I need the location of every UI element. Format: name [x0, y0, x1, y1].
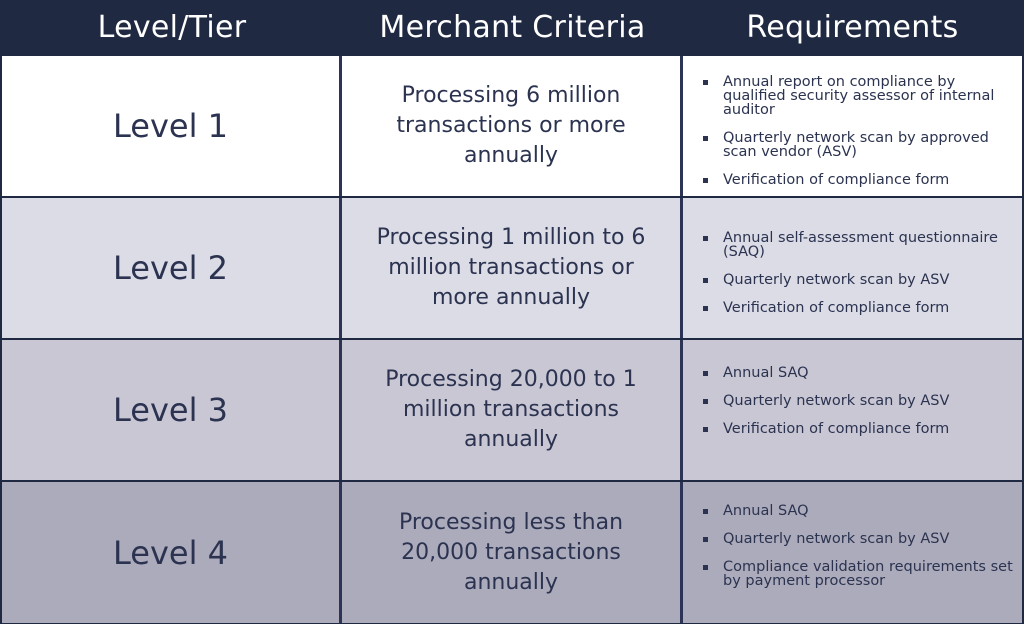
criteria-cell: Processing 1 million to 6 million transa… [342, 198, 683, 338]
square-bullet-icon [703, 509, 708, 514]
header-level-tier: Level/Tier [97, 9, 247, 45]
requirement-item: Annual report on compliance by qualified… [701, 75, 1014, 117]
requirement-text: Annual SAQ [723, 365, 809, 381]
square-bullet-icon [703, 371, 708, 376]
level-cell: Level 1 [2, 56, 342, 196]
requirement-item: Annual SAQ [701, 366, 1014, 380]
requirement-text: Annual self-assessment questionnaire (SA… [723, 230, 998, 260]
table-row-level-2: Level 2 Processing 1 million to 6 millio… [2, 196, 1022, 338]
table-row-level-4: Level 4 Processing less than 20,000 tran… [2, 480, 1022, 623]
table-header: Level/Tier Merchant Criteria Requirement… [2, 0, 1022, 54]
square-bullet-icon [703, 427, 708, 432]
level-cell: Level 4 [2, 482, 342, 623]
square-bullet-icon [703, 278, 708, 283]
level-cell: Level 3 [2, 340, 342, 480]
requirement-text: Quarterly network scan by ASV [723, 272, 950, 288]
requirement-text: Annual SAQ [723, 503, 809, 519]
requirements-list: Annual SAQ Quarterly network scan by ASV… [701, 504, 1014, 588]
requirement-text: Verification of compliance form [723, 421, 950, 437]
requirement-text: Verification of compliance form [723, 300, 950, 316]
requirement-text: Quarterly network scan by approved scan … [723, 130, 989, 160]
requirement-item: Quarterly network scan by ASV [701, 532, 1014, 546]
square-bullet-icon [703, 537, 708, 542]
header-requirements: Requirements [746, 9, 959, 45]
requirement-item: Quarterly network scan by ASV [701, 273, 1014, 287]
square-bullet-icon [703, 236, 708, 241]
level-cell: Level 2 [2, 198, 342, 338]
requirement-item: Verification of compliance form [701, 422, 1014, 436]
square-bullet-icon [703, 80, 708, 85]
requirements-list: Annual SAQ Quarterly network scan by ASV… [701, 366, 1014, 436]
requirements-cell: Annual report on compliance by qualified… [683, 56, 1022, 196]
requirement-item: Verification of compliance form [701, 173, 1014, 187]
requirement-text: Quarterly network scan by ASV [723, 393, 950, 409]
requirements-cell: Annual SAQ Quarterly network scan by ASV… [683, 340, 1022, 480]
requirements-list: Annual report on compliance by qualified… [701, 75, 1014, 187]
requirements-list: Annual self-assessment questionnaire (SA… [701, 231, 1014, 315]
requirement-text: Quarterly network scan by ASV [723, 531, 950, 547]
square-bullet-icon [703, 399, 708, 404]
header-merchant-criteria: Merchant Criteria [379, 9, 646, 45]
requirement-text: Annual report on compliance by qualified… [723, 74, 995, 118]
requirements-cell: Annual self-assessment questionnaire (SA… [683, 198, 1022, 338]
requirement-item: Annual self-assessment questionnaire (SA… [701, 231, 1014, 259]
square-bullet-icon [703, 136, 708, 141]
requirement-item: Quarterly network scan by approved scan … [701, 131, 1014, 159]
requirement-text: Verification of compliance form [723, 172, 950, 188]
requirement-item: Quarterly network scan by ASV [701, 394, 1014, 408]
table-row-level-1: Level 1 Processing 6 million transaction… [2, 54, 1022, 196]
table-row-level-3: Level 3 Processing 20,000 to 1 million t… [2, 338, 1022, 480]
criteria-cell: Processing less than 20,000 transactions… [342, 482, 683, 623]
requirement-item: Verification of compliance form [701, 301, 1014, 315]
requirements-cell: Annual SAQ Quarterly network scan by ASV… [683, 482, 1022, 623]
criteria-cell: Processing 6 million transactions or mor… [342, 56, 683, 196]
square-bullet-icon [703, 178, 708, 183]
criteria-cell: Processing 20,000 to 1 million transacti… [342, 340, 683, 480]
square-bullet-icon [703, 306, 708, 311]
requirement-text: Compliance validation requirements set b… [723, 559, 1013, 589]
square-bullet-icon [703, 565, 708, 570]
requirement-item: Annual SAQ [701, 504, 1014, 518]
requirement-item: Compliance validation requirements set b… [701, 560, 1014, 588]
